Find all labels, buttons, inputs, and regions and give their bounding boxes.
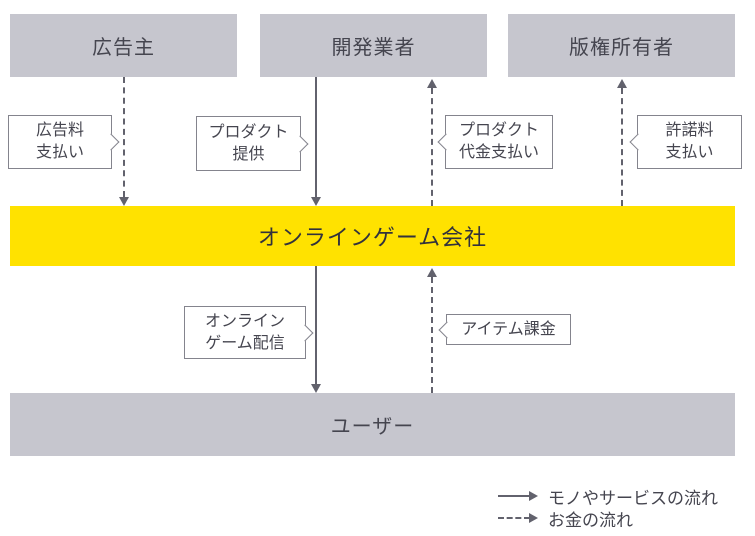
callout-product-provide-label: プロダクト 提供 — [208, 123, 289, 163]
node-rights-holder-label: 版権所有者 — [569, 37, 674, 59]
node-game-company: オンラインゲーム会社 — [10, 206, 735, 266]
callout-pointer-right-icon — [102, 133, 120, 151]
legend: モノやサービスの流れ お金の流れ — [498, 485, 718, 530]
callout-ad-fee-label: 広告料 支払い — [35, 122, 84, 161]
callout-pointer-right-icon — [291, 135, 309, 152]
callout-game-distribution-label: オンライン ゲーム配信 — [204, 312, 285, 352]
arrowhead-up-icon — [617, 79, 627, 88]
callout-product-payment-label: プロダクト 代金支払い — [458, 122, 539, 161]
flow-line-item-billing — [431, 277, 433, 393]
callout-license-fee-label: 許諾料 支払い — [665, 122, 714, 161]
arrowhead-up-icon — [427, 268, 437, 277]
arrowhead-up-icon — [427, 79, 437, 88]
arrowhead-down-icon — [311, 384, 321, 393]
callout-pointer-left-icon — [438, 321, 456, 338]
node-game-company-label: オンラインゲーム会社 — [257, 225, 488, 250]
callout-license-fee: 許諾料 支払い — [629, 115, 742, 169]
arrowhead-down-icon — [119, 197, 129, 206]
node-user-label: ユーザー — [330, 416, 415, 438]
flow-line-game-distribution — [315, 266, 317, 384]
solid-arrow-icon — [498, 491, 538, 501]
callout-pointer-right-icon — [296, 324, 314, 341]
dashed-arrow-icon — [498, 513, 538, 523]
node-developer: 開発業者 — [260, 14, 487, 77]
callout-pointer-left-icon — [437, 133, 455, 151]
flow-line-license-fee — [621, 88, 623, 206]
legend-dashed-line — [498, 517, 530, 519]
legend-solid-label: モノやサービスの流れ — [548, 488, 718, 508]
node-user: ユーザー — [10, 393, 735, 456]
arrowhead-down-icon — [311, 197, 321, 206]
legend-row-dashed: お金の流れ — [498, 507, 718, 530]
legend-arrowhead-icon — [529, 513, 538, 523]
flow-line-product-payment — [431, 88, 433, 206]
legend-arrowhead-icon — [529, 491, 538, 501]
callout-product-payment: プロダクト 代金支払い — [437, 115, 553, 169]
callout-item-billing-label: アイテム課金 — [461, 320, 556, 338]
node-advertiser-label: 広告主 — [92, 37, 155, 59]
node-rights-holder: 版権所有者 — [508, 14, 735, 77]
callout-product-provide: プロダクト 提供 — [196, 116, 309, 171]
legend-dashed-label: お金の流れ — [548, 510, 633, 530]
callout-game-distribution: オンライン ゲーム配信 — [184, 306, 314, 359]
callout-item-billing: アイテム課金 — [438, 314, 571, 345]
node-developer-label: 開発業者 — [331, 37, 416, 59]
callout-ad-fee: 広告料 支払い — [8, 115, 120, 169]
flow-line-ad-fee — [123, 77, 125, 197]
callout-pointer-left-icon — [629, 133, 647, 151]
flow-line-product-provide — [315, 77, 317, 197]
node-advertiser: 広告主 — [10, 14, 237, 77]
legend-solid-line — [498, 495, 530, 497]
legend-row-solid: モノやサービスの流れ — [498, 485, 718, 508]
